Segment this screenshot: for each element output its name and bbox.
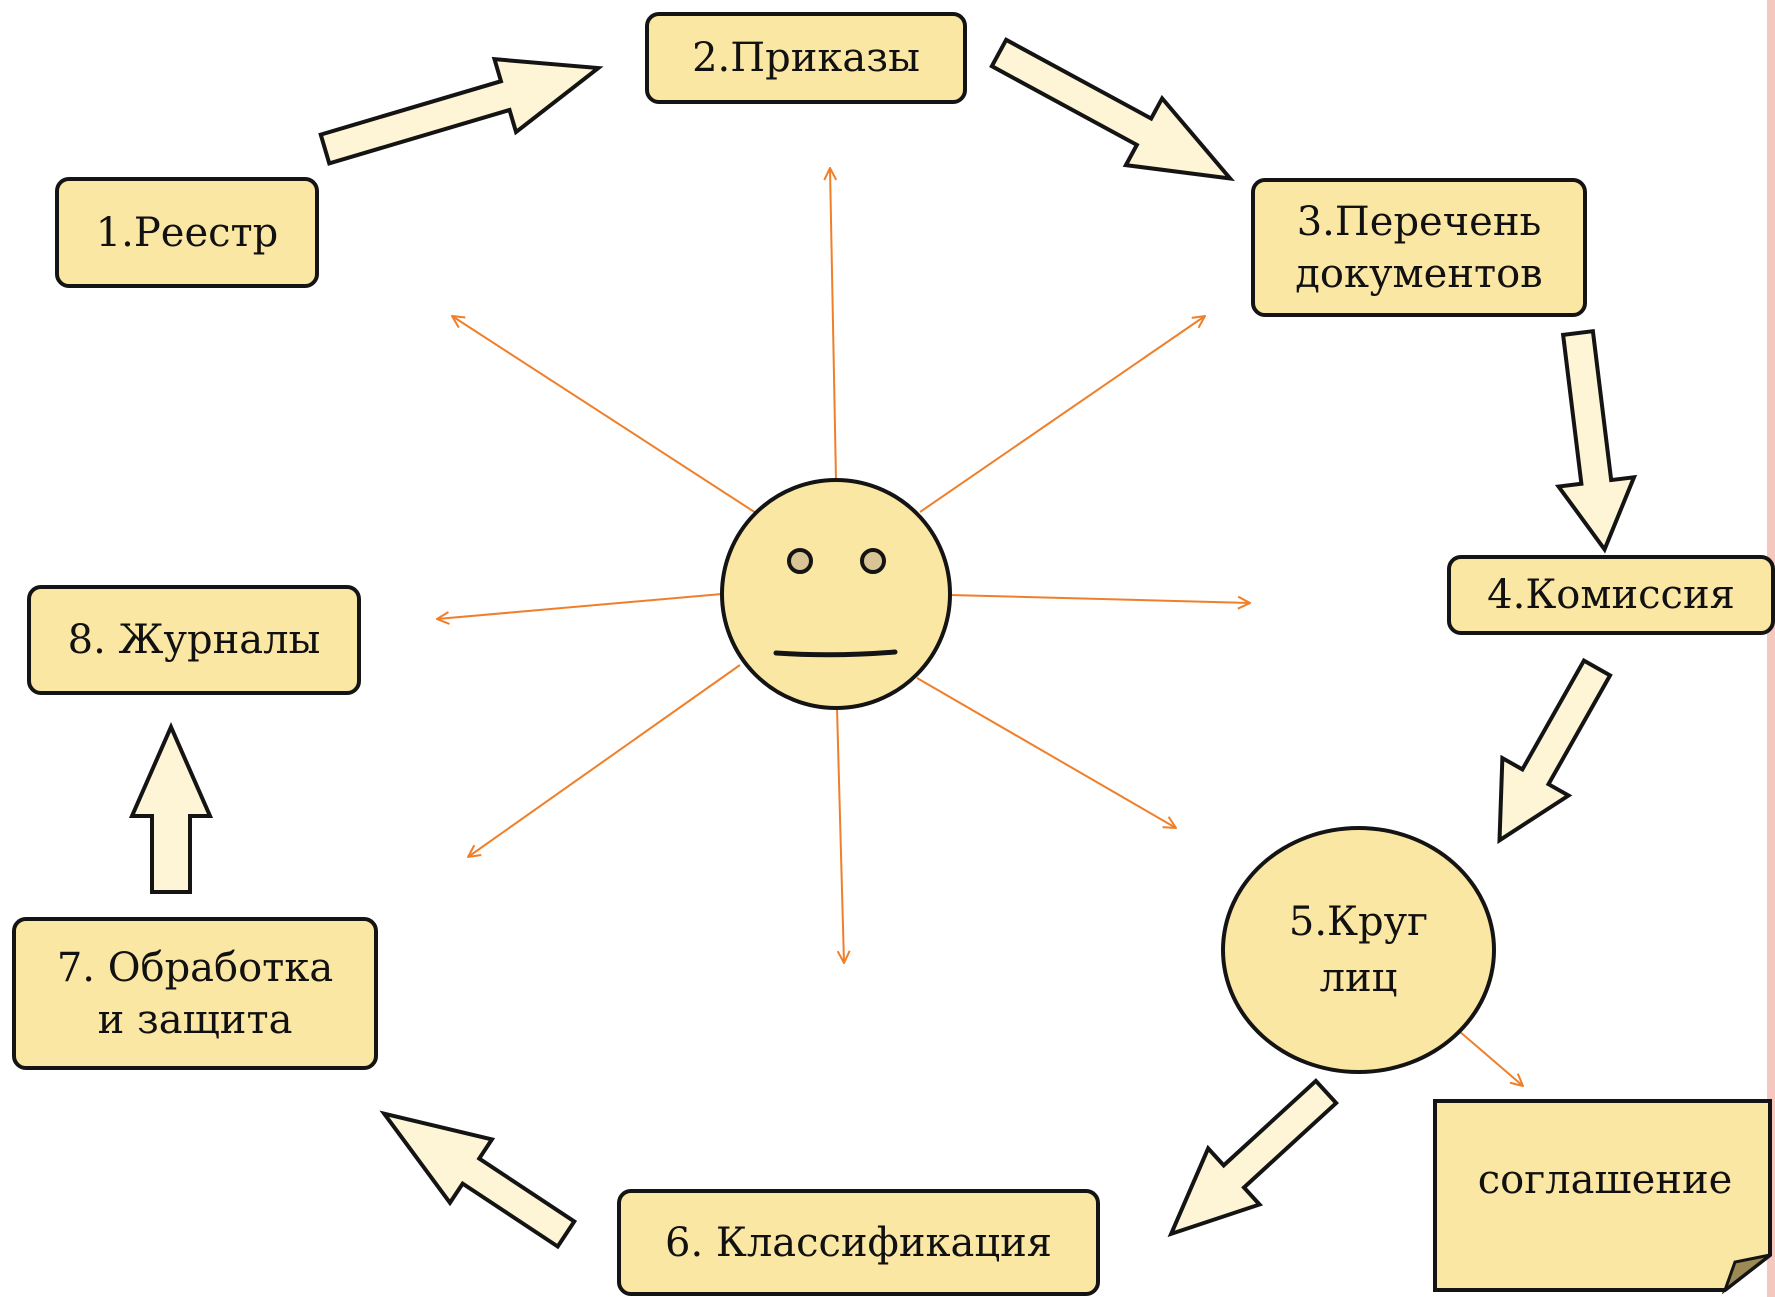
ray-down-left bbox=[468, 664, 741, 857]
arrow-7-to-8 bbox=[128, 722, 214, 894]
arrow-6-to-7 bbox=[379, 1110, 578, 1250]
step-circle-of-persons: 5.Круг лиц bbox=[1221, 826, 1496, 1074]
face-circle bbox=[720, 478, 952, 710]
step-commission-label: 4.Комиссия bbox=[1487, 572, 1735, 618]
step-journals-label: 8. Журналы bbox=[67, 617, 321, 663]
face-right-eye bbox=[860, 548, 886, 574]
ray-up-right bbox=[919, 316, 1205, 513]
step-orders: 2.Приказы bbox=[645, 12, 967, 104]
step-orders-label: 2.Приказы bbox=[692, 35, 920, 81]
step-documents-list-line1: 3.Перечень bbox=[1296, 198, 1542, 245]
arrow-1-to-2 bbox=[318, 56, 604, 166]
step-classification: 6. Классификация bbox=[617, 1189, 1100, 1296]
step-circle-line1: 5.Круг bbox=[1288, 899, 1429, 945]
ray-up bbox=[830, 168, 836, 481]
agreement-note-fold bbox=[1721, 1253, 1771, 1295]
step-registry-label: 1.Реестр bbox=[95, 209, 279, 256]
face-mouth bbox=[773, 649, 898, 658]
step-processing: 7. Обработка и защита bbox=[12, 917, 378, 1070]
ray-down-right bbox=[916, 677, 1176, 828]
ray-right bbox=[949, 594, 1250, 603]
arrow-2-to-3 bbox=[989, 37, 1235, 182]
ray-up-left bbox=[452, 316, 757, 514]
ray-to-agreement bbox=[1451, 1024, 1523, 1086]
arrow-3-to-4 bbox=[1554, 328, 1638, 554]
page-edge-bar bbox=[1767, 0, 1775, 1297]
step-documents-list-line2: документов bbox=[1295, 250, 1543, 297]
ray-left bbox=[437, 593, 723, 619]
step-circle-line2: лиц bbox=[1319, 955, 1398, 1001]
agreement-note bbox=[1433, 1099, 1772, 1295]
step-processing-line2: и защита bbox=[97, 996, 293, 1043]
ray-down bbox=[836, 707, 844, 963]
flow-arrows bbox=[128, 37, 1638, 1250]
arrow-5-to-6 bbox=[1167, 1078, 1339, 1238]
radial-rays bbox=[437, 168, 1523, 1086]
step-classification-label: 6. Классификация bbox=[665, 1219, 1052, 1266]
step-commission: 4.Комиссия bbox=[1447, 555, 1775, 635]
step-documents-list: 3.Перечень документов bbox=[1251, 178, 1587, 317]
step-registry: 1.Реестр bbox=[55, 177, 319, 288]
arrow-4-to-5 bbox=[1497, 657, 1613, 845]
neutral-face-icon bbox=[720, 478, 952, 710]
face-left-eye bbox=[787, 548, 813, 574]
step-journals: 8. Журналы bbox=[27, 585, 361, 695]
agreement-label: соглашение bbox=[1477, 1157, 1733, 1203]
step-processing-line1: 7. Обработка bbox=[56, 944, 334, 991]
